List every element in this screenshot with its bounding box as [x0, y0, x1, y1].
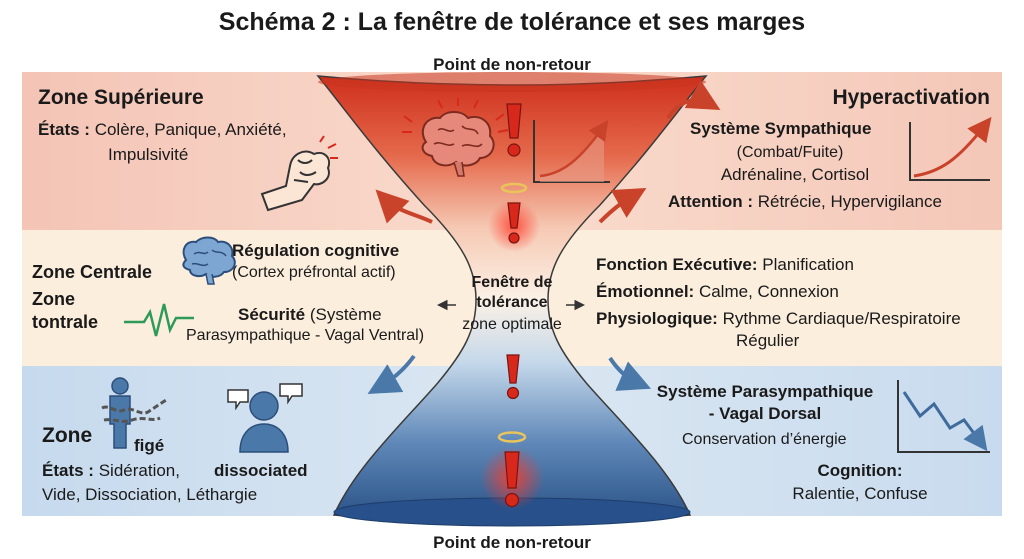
sympathetic-system: Système Sympathique [690, 119, 872, 138]
lower-zone-states: États : Sidération, [42, 461, 180, 481]
attention-line: Attention : Rétrécie, Hypervigilance [668, 192, 942, 212]
alert-icon [506, 103, 522, 157]
tolerance-window-line1: Fenêtre de [471, 274, 553, 291]
lower-states-line2: Vide, Dissociation, Léthargie [42, 485, 258, 504]
frozen-label: figé [134, 436, 165, 455]
tolerance-window-line2: tolérance [476, 294, 548, 311]
executive-function-value: Planification [762, 255, 854, 274]
funnel-top-rim [318, 72, 706, 92]
states-label: États : [38, 120, 90, 139]
heartbeat-icon [124, 303, 194, 337]
security-line2: Parasympathique - Vagal Ventral) [186, 327, 425, 344]
brain-icon [182, 236, 236, 285]
dissociated-label: dissociated [214, 461, 308, 480]
sympathetic-system-sub: (Combat/Fuite) [736, 144, 844, 161]
central-zone-heading: Zone Centrale [32, 262, 153, 282]
rising-graph-icon [533, 119, 610, 183]
chained-person-icon [101, 377, 167, 449]
physiological-label: Physiologique: [596, 309, 718, 328]
central-zone-heading-3: tontrale [32, 312, 99, 332]
fist-icon [260, 135, 338, 212]
dissociated-person-icon [227, 383, 303, 453]
security-line: Sécurité (Système [238, 305, 382, 325]
arrow-hyperactivation [666, 80, 721, 120]
lower-zone-heading: Zone [42, 424, 93, 447]
cognitive-regulation-sub: (Cortex préfrontal actif) [232, 264, 396, 281]
arrow-to-lower-left [367, 354, 416, 394]
states-line2: Impulsivité [108, 145, 189, 164]
halo-icon [500, 182, 528, 194]
executive-function-line: Fonction Exécutive: Planification [596, 255, 854, 275]
upper-zone-heading: Zone Supérieure [38, 86, 204, 109]
emotional-line: Émotionnel: Calme, Connexion [596, 282, 839, 302]
arrow-to-lower-right [608, 356, 652, 391]
arrow-to-upper-right [598, 188, 647, 224]
alert-icon [507, 202, 521, 244]
falling-graph-icon [897, 380, 990, 453]
emotional-value: Calme, Connexion [698, 282, 839, 301]
rising-graph-icon [909, 116, 992, 181]
point-of-no-return-top: Point de non-retour [433, 55, 591, 74]
halo-icon [497, 431, 527, 443]
attention-value: Rétrécie, Hypervigilance [757, 192, 942, 211]
optimal-zone-label: zone optimale [462, 316, 562, 333]
security-line1: (Système [309, 305, 382, 324]
diagram-title: Schéma 2 : La fenêtre de tolérance et se… [218, 8, 806, 36]
physiological-line: Physiologique: Rythme Cardiaque/Respirat… [596, 309, 961, 329]
lower-states-line1: Sidération, [98, 461, 180, 480]
physiological-value1: Rythme Cardiaque/Respiratoire [722, 309, 961, 328]
dorsal-vagal-system-line1: Système Parasympathique [656, 382, 874, 401]
cognitive-regulation-label: Régulation cognitive [232, 241, 400, 260]
hormones: Adrénaline, Cortisol [720, 165, 870, 184]
hyperactivation-heading: Hyperactivation [832, 86, 990, 109]
brain-icon [402, 98, 509, 177]
central-zone-heading-2: Zone [32, 289, 75, 309]
energy-conservation: Conservation d’énergie [682, 431, 847, 448]
point-of-no-return-bottom: Point de non-retour [433, 533, 591, 552]
executive-function-label: Fonction Exécutive: [596, 255, 758, 274]
lower-states-label: États : [42, 461, 94, 480]
dorsal-vagal-system-line2: - Vagal Dorsal [708, 404, 822, 423]
cognition-value: Ralentie, Confuse [792, 484, 928, 503]
security-label: Sécurité [238, 305, 306, 324]
arrow-to-upper-left [375, 189, 433, 224]
alert-icon [504, 451, 520, 508]
cognition-label: Cognition: [817, 461, 903, 480]
attention-label: Attention : [668, 192, 753, 211]
states-line1: Colère, Panique, Anxiété, [94, 120, 287, 139]
emotional-label: Émotionnel: [596, 282, 695, 301]
alert-icon [506, 354, 520, 400]
upper-zone-states: États : Colère, Panique, Anxiété, [38, 120, 287, 140]
physiological-value2: Régulier [736, 331, 800, 350]
